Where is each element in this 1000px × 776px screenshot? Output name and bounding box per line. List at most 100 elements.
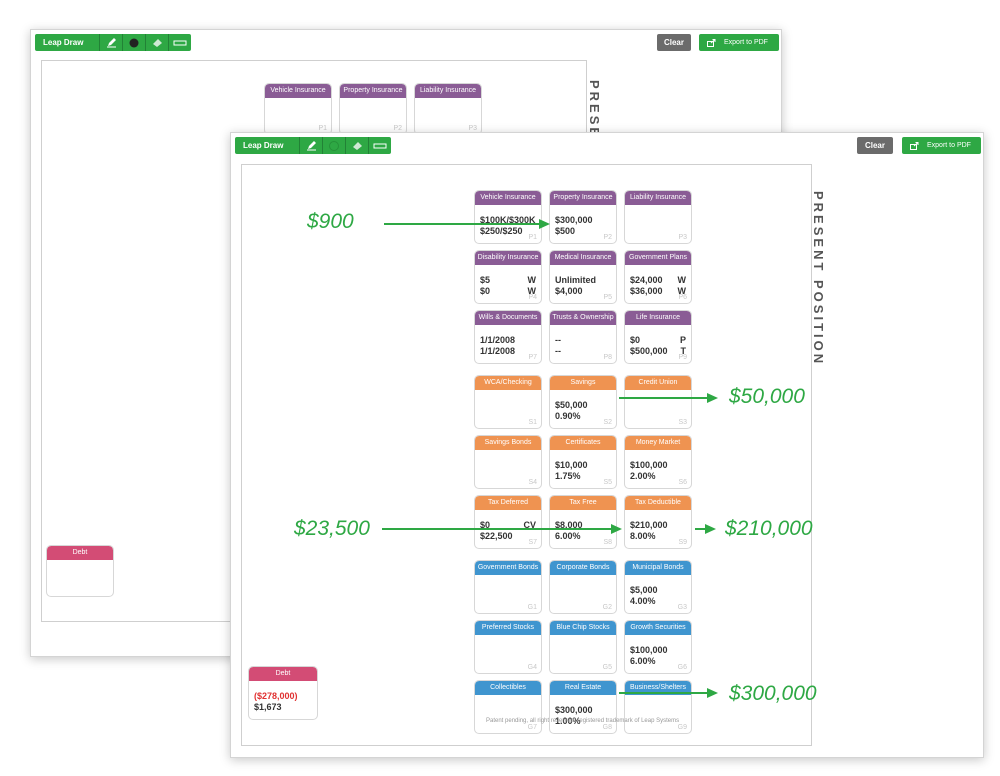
clear-button[interactable]: Clear xyxy=(657,34,691,51)
card-header: Savings Bonds xyxy=(475,436,541,450)
card-value-line: Unlimited xyxy=(550,275,616,286)
card-value: $50,000 xyxy=(555,400,588,410)
eraser-icon[interactable] xyxy=(345,137,368,154)
card-header: Tax Deferred xyxy=(475,496,541,510)
card-code: S6 xyxy=(678,479,687,486)
debt-card[interactable]: Debt xyxy=(46,545,114,597)
card-code: G8 xyxy=(602,724,612,731)
card-trusts-ownership[interactable]: Trusts & Ownership----P8 xyxy=(549,310,617,364)
export-pdf-button[interactable]: Export to PDF xyxy=(699,34,779,51)
debt-payment: $1,673 xyxy=(254,702,282,712)
card-value-line: 1/1/2008 xyxy=(475,346,541,357)
card-value-tag: T xyxy=(680,346,687,356)
card-value: $8,000 xyxy=(555,520,583,530)
annotation-300000: $300,000 xyxy=(729,682,817,705)
export-label: Export to PDF xyxy=(724,39,768,46)
card-code: P7 xyxy=(528,354,537,361)
card-header: Tax Deductible xyxy=(625,496,691,510)
card-value-line: $50,000 xyxy=(550,400,616,411)
export-label: Export to PDF xyxy=(927,142,971,149)
footer-note: Patent pending, all right reserved, regi… xyxy=(486,718,680,724)
card-value: $500 xyxy=(555,226,576,236)
eraser-icon[interactable] xyxy=(145,34,168,51)
card-header: Savings xyxy=(550,376,616,390)
card-value: $0 xyxy=(480,286,491,296)
card-header: Growth Securities xyxy=(625,621,691,635)
annotation-210000: $210,000 xyxy=(725,517,813,540)
color-dot-icon[interactable] xyxy=(322,137,345,154)
card-value-line: 1.75% xyxy=(550,471,616,482)
pencil-icon[interactable] xyxy=(99,34,122,51)
export-icon xyxy=(707,38,716,47)
card-header: Trusts & Ownership xyxy=(550,311,616,325)
card-value: 1.00% xyxy=(555,716,581,726)
card-value-line: $5,000 xyxy=(625,585,691,596)
card-header: Corporate Bonds xyxy=(550,561,616,575)
card-code: P8 xyxy=(603,354,612,361)
card-header: Vehicle Insurance xyxy=(475,191,541,205)
color-dot-icon[interactable] xyxy=(122,34,145,51)
line-width-icon[interactable] xyxy=(368,137,391,154)
card-code: S5 xyxy=(603,479,612,486)
export-pdf-button[interactable]: Export to PDF xyxy=(902,137,981,154)
debt-card[interactable]: Debt ($278,000) $1,673 xyxy=(248,666,318,720)
card-value-tag: P xyxy=(679,335,686,345)
pencil-icon[interactable] xyxy=(299,137,322,154)
card-code: G7 xyxy=(527,724,537,731)
card-value: $10,000 xyxy=(555,460,588,470)
draw-toolbar: Leap Draw xyxy=(235,137,392,154)
card-value: $22,500 xyxy=(480,531,513,541)
card-value: 4.00% xyxy=(630,596,656,606)
card-header: Property Insurance xyxy=(550,191,616,205)
side-label: PRESE xyxy=(587,80,602,140)
card-code: G4 xyxy=(527,664,537,671)
card-value-line: $22,500 xyxy=(475,531,541,542)
card-value-line: $210,000 xyxy=(625,520,691,531)
side-label: PRESENT POSITION xyxy=(811,191,826,367)
clear-button[interactable]: Clear xyxy=(857,137,893,154)
line-width-icon[interactable] xyxy=(168,34,191,51)
card-code: P3 xyxy=(678,234,687,241)
annotation-900: $900 xyxy=(307,210,354,233)
card-value: $210,000 xyxy=(630,520,668,530)
card-value: $5 xyxy=(480,275,491,285)
card-code: P9 xyxy=(678,354,687,361)
card-header: Money Market xyxy=(625,436,691,450)
card-value-line: $100K/$300K xyxy=(475,215,541,226)
card-header: WCA/Checking xyxy=(475,376,541,390)
